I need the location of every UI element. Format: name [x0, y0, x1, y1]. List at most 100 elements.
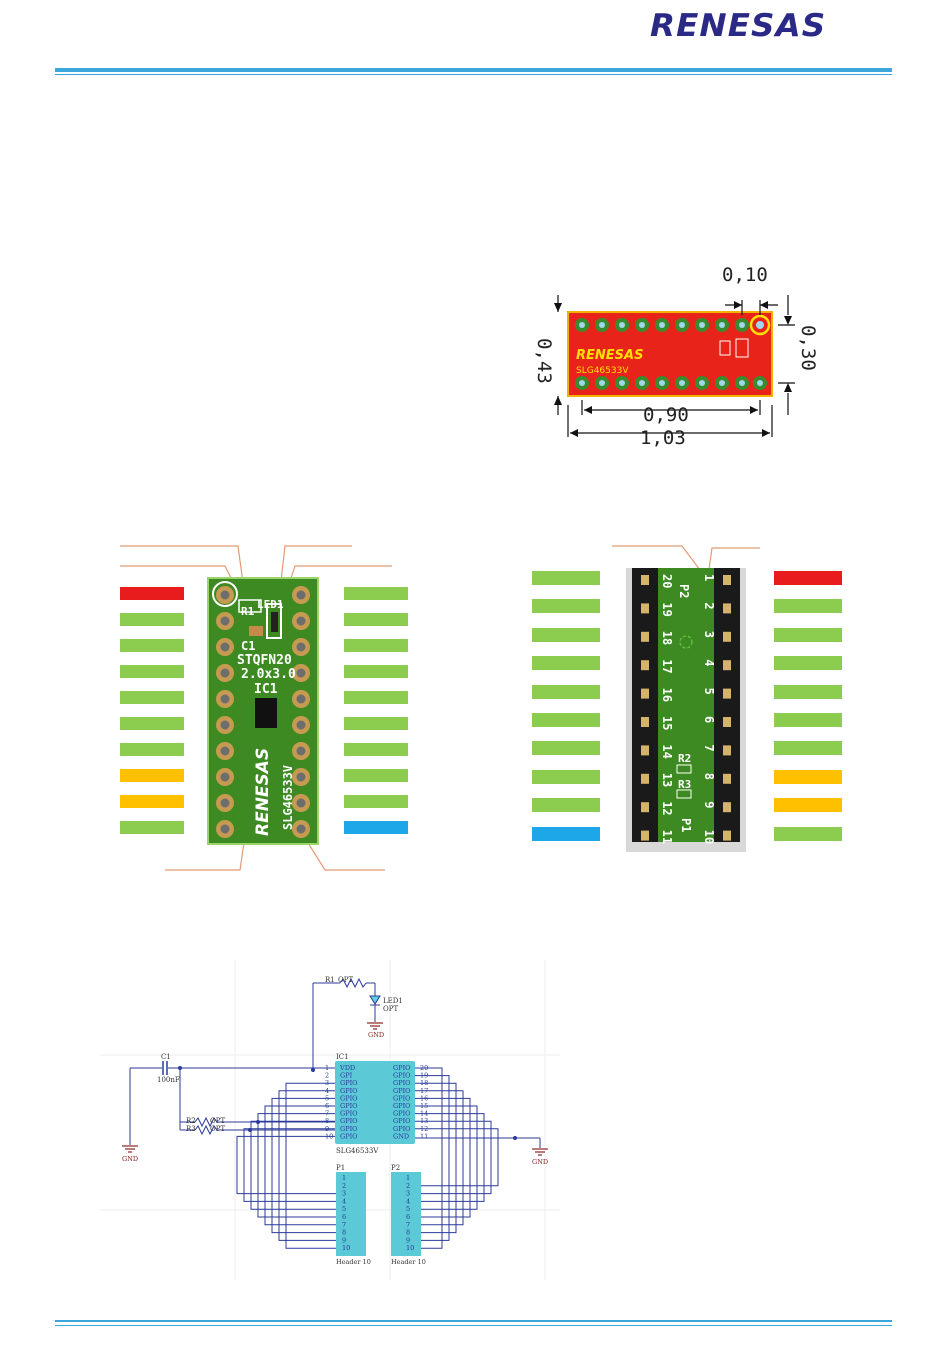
ic-pin-name: GPIO — [340, 1079, 357, 1087]
pin-number-right: 2 — [702, 602, 716, 609]
ic-pin-name: GPIO — [393, 1117, 410, 1125]
pin-swatch-yellow — [120, 795, 184, 808]
pin-swatch-green — [344, 691, 408, 704]
pin-swatch-yellow — [774, 769, 842, 784]
pin-number-right: 5 — [702, 688, 716, 695]
sch-r1-value: OPT — [338, 976, 353, 984]
header-pin-number: 3 — [342, 1190, 346, 1198]
ic-pin-number: 8 — [325, 1117, 329, 1125]
pin-swatch-green — [532, 684, 600, 699]
sch-wire — [415, 1090, 464, 1226]
pin-swatch-green — [532, 599, 600, 614]
sch-wire — [415, 1105, 478, 1210]
pin-number-left: 14 — [660, 744, 674, 758]
ic-pin-name: GPIO — [340, 1125, 357, 1133]
board-pad — [216, 690, 234, 708]
header-pin — [723, 603, 731, 614]
sch-wire — [257, 1113, 336, 1218]
ic-pin-number: 1 — [325, 1064, 329, 1072]
board-pad — [292, 586, 310, 604]
dimension-drawing: RENESAS SLG46533V — [554, 295, 795, 437]
sch-gnd-right: GND — [532, 1158, 548, 1166]
pin-number-left: 20 — [660, 574, 674, 588]
pin-swatch-green — [532, 769, 600, 784]
dim-right-height-text: 0,30 — [797, 325, 819, 371]
board-pad — [292, 794, 310, 812]
label-ic1: IC1 — [254, 682, 278, 697]
header-pin-number: 10 — [342, 1244, 350, 1252]
label-p1: P1 — [679, 818, 693, 832]
header-pin — [641, 773, 649, 784]
pin-number-left: 19 — [660, 602, 674, 616]
label-r3: R3 — [678, 778, 691, 791]
label-package: STQFN20 — [237, 653, 292, 668]
svg-text:RENESAS: RENESAS — [576, 348, 643, 363]
pin-number-left: 18 — [660, 631, 674, 645]
board-pad — [216, 716, 234, 734]
pin-swatch-green — [120, 691, 184, 704]
label-led1: LED1 — [257, 598, 284, 611]
ic-pin-number: 17 — [420, 1087, 428, 1095]
pin-swatch-green — [532, 741, 600, 756]
board-pad — [292, 664, 310, 682]
ic-pin-name: GPIO — [393, 1094, 410, 1102]
pin-swatch-green — [344, 795, 408, 808]
pin-number-left: 11 — [660, 830, 674, 844]
pin-swatch-green — [344, 769, 408, 782]
sch-wire — [243, 1128, 336, 1202]
dim-inner-width: 0,90 — [643, 404, 689, 426]
board-pad — [216, 638, 234, 656]
footer-rule-thin — [55, 1325, 892, 1326]
header-pin — [723, 802, 731, 813]
pin-swatch-green — [774, 741, 842, 756]
sch-wire — [264, 1105, 336, 1226]
ic-pin-name: GPIO — [340, 1102, 357, 1110]
pin-swatch-green — [774, 684, 842, 699]
ic-pin-number: 16 — [420, 1094, 428, 1102]
label-r1: R1 — [241, 605, 255, 618]
ic-pin-number: 12 — [420, 1125, 428, 1133]
header-pin — [723, 745, 731, 756]
board-pad — [216, 768, 234, 786]
ic-pin-name: GPIO — [340, 1132, 357, 1140]
label-brand: RENESAS — [253, 748, 273, 836]
ic-pin-name: GND — [393, 1132, 409, 1140]
sch-p1-label: Header 10 — [336, 1258, 371, 1266]
board-pad — [292, 638, 310, 656]
label-p2: P2 — [677, 584, 691, 598]
label-r2: R2 — [678, 752, 691, 765]
header-pin — [723, 575, 731, 585]
header-pin — [641, 575, 649, 585]
ic-pin-name: GPIO — [340, 1087, 357, 1095]
board-pad — [216, 820, 234, 838]
sch-r3: R3 — [186, 1125, 196, 1133]
ic-pin-number: 20 — [420, 1064, 428, 1072]
sch-wire — [271, 1097, 336, 1234]
header-pin-number: 4 — [406, 1197, 410, 1205]
header-pin — [723, 660, 731, 671]
pin-number-left: 13 — [660, 773, 674, 787]
header-pin-number: 7 — [342, 1221, 346, 1229]
header-pin — [641, 631, 649, 642]
board-pad — [216, 794, 234, 812]
pin-number-right: 8 — [702, 773, 716, 780]
dim-right-height: 0,30 — [775, 325, 819, 371]
pin-swatch-green — [344, 613, 408, 626]
pin-swatch-blue — [344, 821, 408, 834]
ic-pin-number: 14 — [420, 1110, 428, 1118]
pin-number-right: 10 — [702, 830, 716, 844]
sch-led: LED1 — [383, 997, 403, 1005]
board-pad — [292, 820, 310, 838]
pin-number-left: 16 — [660, 688, 674, 702]
pin-swatch-red — [774, 571, 842, 585]
ic-pin-number: 5 — [325, 1094, 329, 1102]
ic-pin-name: GPIO — [340, 1094, 357, 1102]
board-pad — [216, 586, 234, 604]
pin-number-left: 12 — [660, 801, 674, 815]
sch-wire — [285, 1082, 336, 1249]
board-pad — [292, 612, 310, 630]
pin-swatch-green — [344, 639, 408, 652]
ic-pin-name: GPIO — [393, 1064, 410, 1072]
sch-ic-part: SLG46533V — [336, 1147, 379, 1155]
ic-pin-number: 19 — [420, 1072, 428, 1080]
